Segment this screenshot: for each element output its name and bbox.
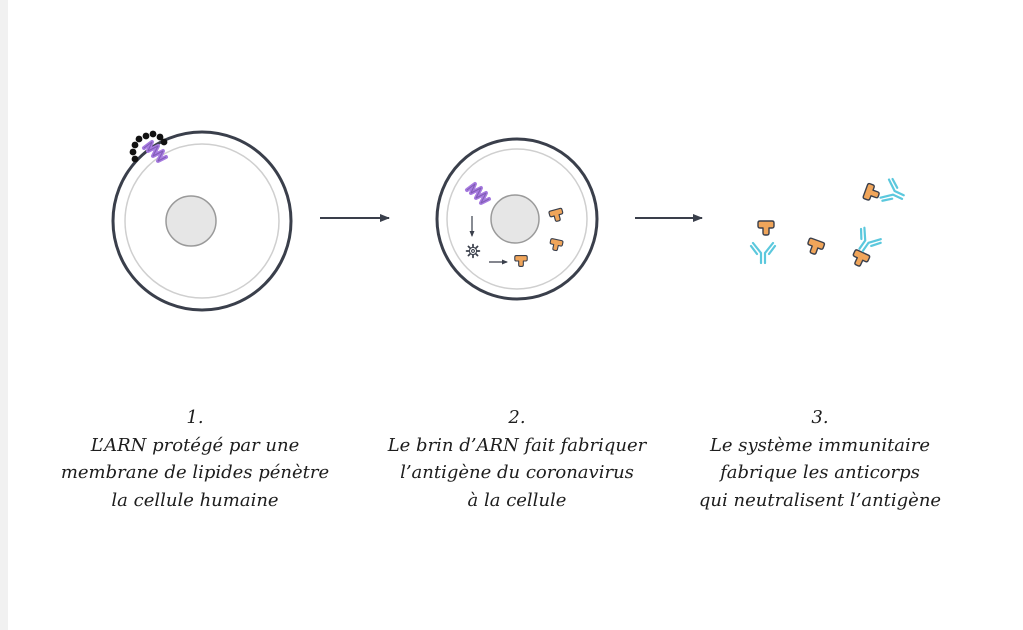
step2-caption: 2. Le brin d’ARN fait fabriquer l’antigè… bbox=[367, 404, 667, 514]
step2-inner-membrane bbox=[446, 148, 588, 290]
antigen-icon bbox=[804, 236, 826, 258]
step1-inner-membrane bbox=[124, 143, 280, 299]
step3-line1: Le système immunitaire bbox=[709, 434, 931, 456]
antigen-icon bbox=[849, 248, 871, 270]
lipid-nanoparticle bbox=[129, 130, 168, 163]
step2-line2: l’antigène du coronavirus bbox=[400, 462, 634, 483]
step3-immune-response bbox=[749, 176, 910, 270]
antigen-icon bbox=[861, 182, 883, 204]
step1-cell bbox=[111, 130, 293, 312]
antibody-icon bbox=[749, 241, 777, 265]
step1-nucleus bbox=[165, 195, 217, 247]
left-margin-bar bbox=[0, 0, 8, 630]
lipid-dot-icon bbox=[129, 130, 168, 163]
antibody-icon bbox=[878, 176, 910, 210]
step1-line3: la cellule humaine bbox=[111, 489, 279, 511]
step3-line3: qui neutralisent l’antigène bbox=[698, 489, 942, 511]
step2-line3: à la cellule bbox=[467, 489, 567, 511]
step2-line1: Le brin d’ARN fait fabriquer bbox=[387, 434, 647, 456]
step3-caption: 3. Le système immunitaire fabrique les a… bbox=[670, 404, 970, 514]
step1-line1: L’ARN protégé par une bbox=[90, 434, 300, 456]
step2-cell bbox=[435, 137, 599, 301]
step2-nucleus bbox=[490, 194, 540, 244]
step3-line2: fabrique les anticorps bbox=[720, 462, 920, 483]
step1-line2: membrane de lipides pénètre bbox=[60, 462, 330, 483]
step1-number: 1. bbox=[186, 407, 204, 428]
step3-number: 3. bbox=[811, 407, 829, 428]
antigen-icon bbox=[757, 220, 775, 236]
step1-caption: 1. L’ARN protégé par une membrane de lip… bbox=[45, 404, 345, 514]
step2-number: 2. bbox=[508, 407, 526, 428]
